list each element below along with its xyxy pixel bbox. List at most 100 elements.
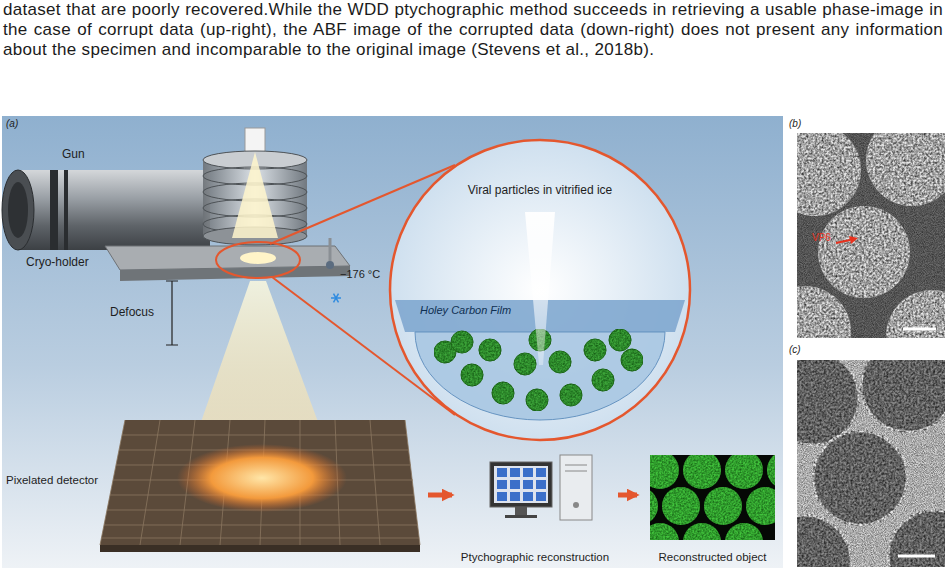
reconstructed-image <box>746 487 775 525</box>
pixelated-detector <box>100 420 420 545</box>
reconstructed-image <box>662 487 700 525</box>
microscope-column <box>203 128 307 245</box>
cryo-holder <box>105 242 350 281</box>
electron-gun <box>8 182 28 238</box>
part-name: Defocus <box>110 306 154 320</box>
zoom-circle <box>390 140 690 440</box>
cryo-holder <box>240 252 276 264</box>
pixelated-detector <box>100 420 125 545</box>
reconstructed-image <box>725 455 763 489</box>
thermometer-icon <box>326 238 334 269</box>
panel-letter: (b) <box>789 118 801 130</box>
node-label: Ptychographic reconstruction <box>461 551 609 565</box>
viral-particles <box>479 339 501 361</box>
viral-particles <box>592 369 614 391</box>
reconstructed-image <box>650 455 679 489</box>
computer-icon <box>536 480 546 489</box>
flow-arrow <box>428 493 452 498</box>
micrograph-c <box>797 360 945 567</box>
computer-icon <box>490 462 552 507</box>
viral-particles <box>621 349 643 371</box>
pixelated-detector <box>104 525 418 526</box>
electron-gun <box>18 170 210 250</box>
reconstructed-image <box>650 523 679 540</box>
micrograph-b <box>903 328 936 331</box>
reconstructed-image <box>650 487 658 525</box>
micrograph-b <box>818 206 910 298</box>
pixelated-detector <box>140 420 160 545</box>
computer-icon <box>497 468 507 477</box>
micrograph-c <box>898 555 935 558</box>
panel-letter: (a) <box>6 118 18 130</box>
computer-node: Ptychographic reconstruction <box>455 452 615 568</box>
computer-icon <box>497 468 546 501</box>
computer-icon <box>536 492 546 501</box>
micrograph-b <box>797 286 851 338</box>
pixelated-detector <box>100 420 420 552</box>
detector-node: Pixelated detector <box>4 418 425 550</box>
defocus-bracket <box>166 281 178 345</box>
thermometer-icon <box>326 261 334 269</box>
reconstructed-image <box>725 523 763 540</box>
computer-icon <box>573 502 579 508</box>
computer-icon <box>515 507 527 515</box>
viral-particles <box>560 384 582 406</box>
snowflake-icon <box>331 294 341 303</box>
viral-particles <box>451 331 473 353</box>
node-label: Pixelated detector <box>6 474 98 488</box>
viral-particles <box>609 329 631 351</box>
panel-background <box>2 116 783 568</box>
cryo-holder <box>216 242 300 278</box>
viral-particles <box>584 339 606 361</box>
electron-gun <box>2 170 34 250</box>
reconstructed-image <box>650 455 775 540</box>
computer-icon <box>490 455 592 520</box>
node-label: Reconstructed object <box>658 551 766 565</box>
temperature-label: −176 °C <box>340 268 380 281</box>
electron-gun <box>2 170 210 250</box>
micrograph-b <box>797 133 861 216</box>
probe-beam <box>525 212 555 365</box>
computer-icon <box>494 466 548 503</box>
part-name: Cryo-holder <box>26 256 89 270</box>
image-node: Reconstructed object <box>640 452 785 568</box>
computer-icon <box>510 468 520 477</box>
reconstructed-image <box>650 455 775 540</box>
electron-gun <box>50 170 58 250</box>
microscope-column <box>232 152 278 238</box>
computer-icon <box>497 492 507 501</box>
callout-text: VP6 <box>812 232 831 244</box>
reconstructed-image <box>683 455 721 489</box>
thermometer-icon <box>329 238 332 262</box>
reconstructed-image <box>704 487 742 525</box>
panel-letter: (c) <box>789 344 801 356</box>
viral-particles <box>526 389 548 411</box>
pixelated-detector <box>100 545 420 552</box>
computer-icon <box>510 492 520 501</box>
micrograph-b <box>849 236 858 244</box>
viral-particles <box>549 351 571 373</box>
flow-arrow <box>618 493 637 498</box>
micrograph-b <box>797 133 945 338</box>
viral-particles <box>461 364 483 386</box>
computer-icon <box>497 480 507 489</box>
micrograph-b <box>797 133 945 338</box>
micrograph-c <box>797 360 945 567</box>
pixelated-detector <box>102 538 419 539</box>
cryo-holder <box>120 266 350 281</box>
pixelated-detector <box>100 420 420 545</box>
computer-icon <box>560 455 592 520</box>
computer-icon <box>523 468 533 477</box>
computer-icon <box>536 468 546 477</box>
snowflake-icon <box>334 294 339 303</box>
snowflake-icon <box>334 294 339 303</box>
cryo-holder <box>105 246 350 270</box>
micrograph-c <box>797 515 851 567</box>
reconstructed-image <box>767 455 775 489</box>
computer-icon <box>565 465 587 466</box>
pixelated-detector <box>370 420 380 545</box>
viral-particles <box>514 353 536 375</box>
caption-text: dataset that are poorly recovered.While … <box>3 0 943 60</box>
